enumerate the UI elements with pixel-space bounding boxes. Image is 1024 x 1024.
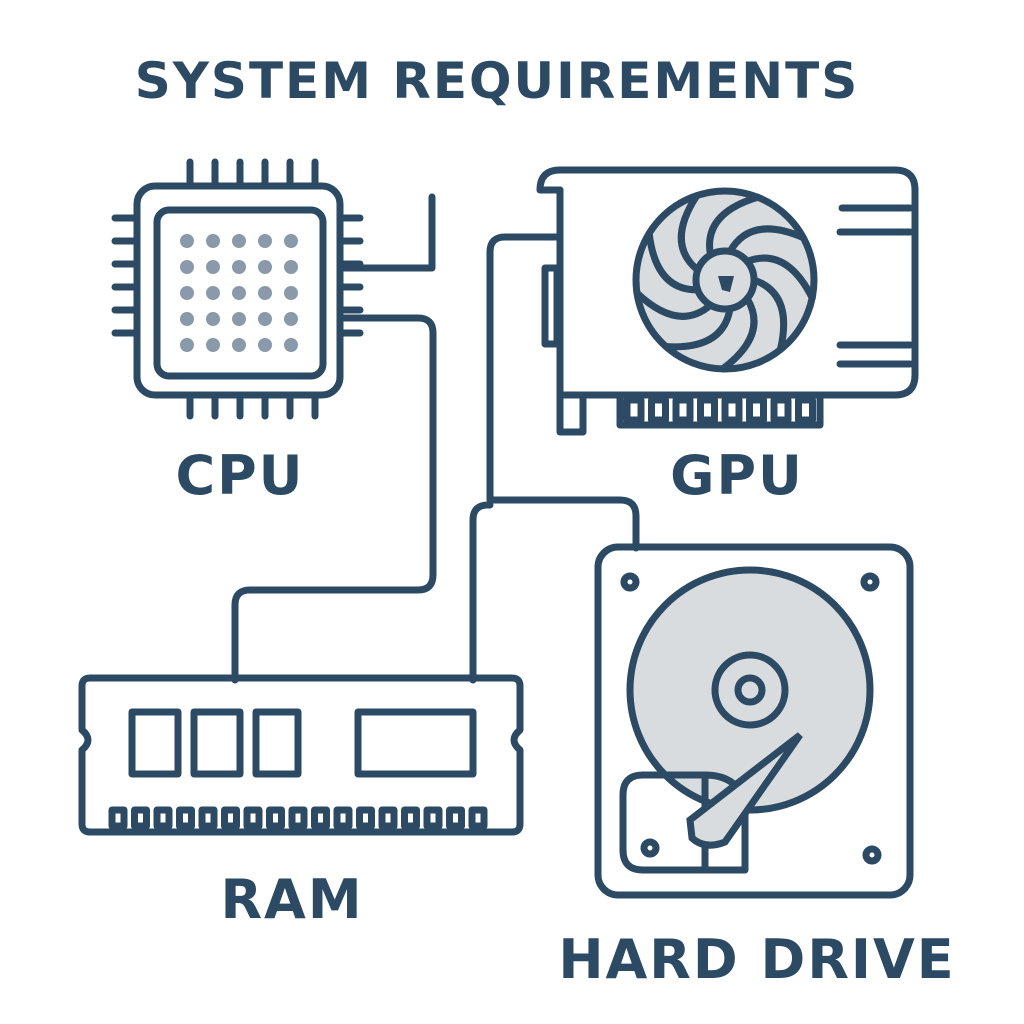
ram-contact bbox=[153, 806, 173, 830]
ram-contact bbox=[288, 806, 308, 830]
cpu-dot bbox=[258, 260, 272, 274]
cpu-dot bbox=[206, 260, 220, 274]
hard-drive-icon bbox=[594, 543, 914, 899]
ram-icon bbox=[78, 674, 524, 836]
cpu-dot bbox=[284, 260, 298, 274]
gpu-contact bbox=[746, 396, 767, 424]
ram-label: RAM bbox=[220, 868, 364, 931]
cpu-dot bbox=[258, 338, 272, 352]
cpu-dot bbox=[284, 234, 298, 248]
cpu-dot bbox=[258, 312, 272, 326]
ram-contact bbox=[468, 806, 488, 830]
cpu-dot bbox=[206, 286, 220, 300]
gpu-contact bbox=[721, 396, 743, 424]
ram-contact bbox=[401, 806, 420, 830]
ram-contact bbox=[266, 806, 285, 830]
fan-blade bbox=[662, 305, 734, 351]
fan-blade bbox=[719, 295, 758, 373]
ram-contact bbox=[311, 806, 330, 830]
gpu-icon bbox=[536, 166, 919, 436]
fan-blade bbox=[726, 225, 807, 255]
fan-blade bbox=[750, 276, 788, 354]
cpu-dot bbox=[206, 234, 220, 248]
ram-contact bbox=[423, 806, 443, 830]
ram-contact bbox=[221, 806, 240, 830]
cpu-dot bbox=[258, 234, 272, 248]
ram-contact bbox=[243, 806, 263, 830]
cpu-dot bbox=[232, 338, 246, 352]
cpu-dot bbox=[206, 312, 220, 326]
fan-blade bbox=[645, 229, 702, 294]
ram-contact bbox=[378, 806, 398, 830]
fan-blade bbox=[706, 193, 762, 259]
ram-contact bbox=[131, 806, 150, 830]
fan-blade bbox=[677, 192, 702, 274]
cpu-icon bbox=[111, 158, 364, 420]
cpu-dot bbox=[232, 234, 246, 248]
ram-contact bbox=[333, 806, 353, 830]
ram-contact bbox=[176, 806, 195, 830]
cpu-dot bbox=[284, 286, 298, 300]
gpu-contact bbox=[795, 396, 816, 424]
cpu-dot bbox=[232, 286, 246, 300]
hard-drive-label: HARD DRIVE bbox=[558, 928, 956, 991]
cpu-dot bbox=[180, 286, 194, 300]
ram-contact bbox=[198, 806, 218, 830]
ram-contact bbox=[446, 806, 465, 830]
cpu-dot bbox=[258, 286, 272, 300]
gpu-contact bbox=[648, 396, 669, 424]
cpu-label: CPU bbox=[175, 444, 305, 507]
gpu-label: GPU bbox=[670, 444, 804, 507]
ram-contact bbox=[356, 806, 375, 830]
cpu-dot bbox=[180, 234, 194, 248]
gpu-contact bbox=[770, 396, 792, 424]
cpu-dot bbox=[284, 338, 298, 352]
cpu-dot bbox=[232, 312, 246, 326]
fan-blade bbox=[743, 254, 816, 302]
cpu-dot bbox=[180, 312, 194, 326]
gpu-contact bbox=[672, 396, 694, 424]
cpu-dot bbox=[232, 260, 246, 274]
ram-contact bbox=[108, 806, 128, 830]
cpu-dot bbox=[206, 338, 220, 352]
cpu-dot bbox=[180, 260, 194, 274]
page-title: SYSTEM REQUIREMENTS bbox=[134, 52, 860, 110]
cpu-dot bbox=[284, 312, 298, 326]
gpu-contact bbox=[697, 396, 718, 424]
cpu-dot bbox=[180, 338, 194, 352]
fan-blade bbox=[633, 289, 714, 320]
connection-wires bbox=[231, 193, 640, 684]
gpu-contact bbox=[623, 396, 645, 424]
